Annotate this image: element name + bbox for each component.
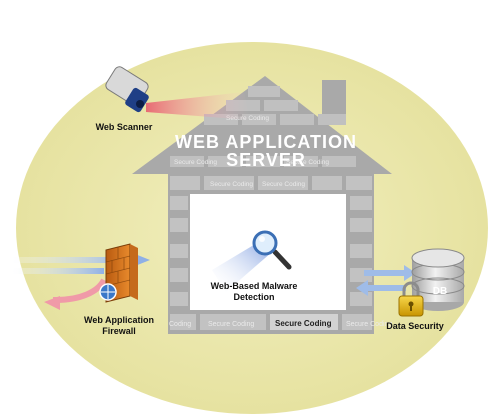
svg-text:Secure Coding: Secure Coding — [286, 159, 329, 166]
web-scanner-label: Web Scanner — [95, 122, 153, 132]
db-label: DB — [433, 286, 447, 297]
scanner-beam — [146, 92, 250, 120]
data-security-arrows — [356, 265, 416, 296]
firewall-line1: Web Application — [83, 315, 154, 325]
malware-detection-line1: Web-Based Malware — [210, 281, 298, 291]
magnifier-icon — [252, 230, 292, 270]
house-chimney — [322, 80, 346, 120]
firewall-label: Web Application Firewall — [76, 315, 162, 337]
magnifier-beam — [212, 240, 272, 292]
wall-bricks — [170, 176, 372, 330]
firewall-icon — [99, 243, 138, 303]
data-security-label: Data Security — [386, 321, 444, 331]
database-icon: DB — [411, 248, 465, 311]
lock-icon — [398, 281, 424, 317]
svg-text:Secure Coding: Secure Coding — [262, 181, 305, 188]
svg-text:Secure Coding: Secure Coding — [174, 159, 217, 166]
svg-text:Coding: Coding — [169, 321, 191, 328]
web-scanner-icon — [105, 66, 149, 113]
highlight-brick-label: Secure Coding — [275, 319, 332, 328]
wall-brick-labels: Secure Coding Secure Coding Coding Secur… — [169, 181, 392, 328]
malware-detection-line2: Detection — [233, 292, 275, 302]
svg-text:Secure Coding: Secure Coding — [210, 181, 253, 188]
firewall-line2: Firewall — [102, 326, 136, 336]
server-title-line2: SERVER — [226, 150, 306, 170]
svg-text:Secure Coding: Secure Coding — [208, 321, 254, 328]
svg-text:Secure Coding: Secure Coding — [346, 321, 392, 328]
server-title-line1: WEB APPLICATION — [175, 132, 357, 152]
malware-detection-label: Web-Based Malware Detection — [206, 281, 302, 303]
